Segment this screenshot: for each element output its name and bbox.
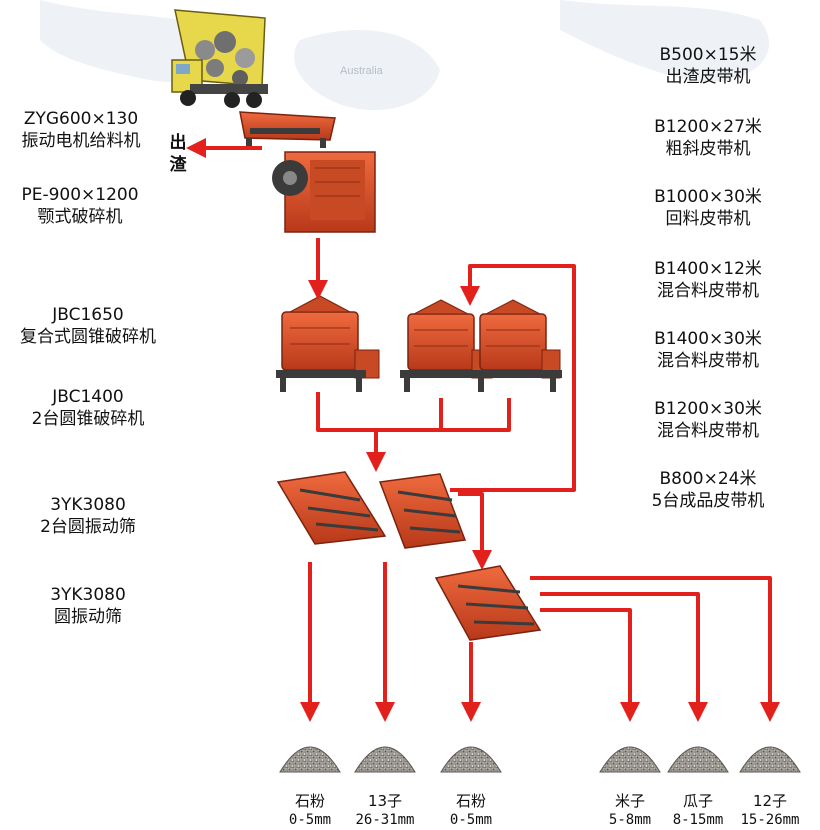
label-waste-line2: 渣: [169, 155, 187, 175]
cone-crusher-jbc1400-a-icon: [400, 299, 493, 392]
product-3-size: 0-5mm: [449, 812, 493, 828]
product-label-3: 石粉 0-5mm: [423, 792, 519, 830]
product-4-name: 米子: [614, 792, 645, 810]
label-cone-1400: JBC1400 2台圆锥破碎机: [0, 386, 176, 430]
product-4-size: 5-8mm: [608, 812, 652, 828]
product-label-4: 米子 5-8mm: [582, 792, 678, 830]
arrow-return-loop: [450, 264, 576, 492]
belt-4-model: B1400×12米: [654, 259, 762, 279]
belt-4-name: 混合料皮带机: [657, 281, 759, 301]
cone-crusher-jbc1650-icon: [276, 295, 380, 392]
vibrating-screen-c-icon: [434, 565, 542, 641]
arrow-product-4: [540, 608, 640, 722]
label-cone-1650-model: JBC1650: [52, 305, 124, 325]
label-feeder-name: 振动电机给料机: [21, 131, 141, 151]
stockpile-5-icon: [667, 746, 729, 773]
belt-label-5: B1400×30米 混合料皮带机: [628, 328, 788, 372]
vibrating-screen-a-icon: [276, 471, 387, 545]
label-screen-pair: 3YK3080 2台圆振动筛: [0, 494, 176, 538]
label-screen-single: 3YK3080 圆振动筛: [0, 584, 176, 628]
label-jaw-crusher-model: PE-900×1200: [21, 185, 139, 205]
label-feeder: ZYG600×130 振动电机给料机: [6, 108, 156, 152]
product-1-size: 0-5mm: [288, 812, 332, 828]
belt-7-model: B800×24米: [659, 469, 757, 489]
product-label-5: 瓜子 8-15mm: [650, 792, 746, 830]
stockpile-6-icon: [739, 746, 801, 773]
product-6-size: 15-26mm: [740, 812, 800, 828]
label-screen-pair-model: 3YK3080: [50, 495, 126, 515]
belt-label-4: B1400×12米 混合料皮带机: [628, 258, 788, 302]
vibrating-feeder-icon: [239, 111, 336, 148]
arrow-cones-merge: [316, 392, 511, 432]
arrow-screen-to-third: [458, 492, 492, 570]
label-screen-single-name: 圆振动筛: [54, 607, 122, 627]
belt-1-name: 出渣皮带机: [665, 67, 751, 87]
label-jaw-crusher: PE-900×1200 颚式破碎机: [0, 184, 160, 228]
stockpile-4-icon: [599, 746, 661, 773]
label-jaw-crusher-name: 颚式破碎机: [37, 207, 123, 227]
label-screen-pair-name: 2台圆振动筛: [40, 517, 136, 537]
stockpile-3-icon: [440, 746, 502, 773]
map-label: Australia: [340, 65, 384, 77]
belt-2-name: 粗斜皮带机: [665, 139, 751, 159]
flow-arrows: [186, 138, 780, 722]
product-5-name: 瓜子: [682, 792, 713, 810]
belt-label-3: B1000×30米 回料皮带机: [628, 186, 788, 230]
belt-6-model: B1200×30米: [654, 399, 762, 419]
product-3-name: 石粉: [455, 792, 486, 810]
label-waste-line1: 出: [169, 133, 187, 153]
product-label-1: 石粉 0-5mm: [262, 792, 358, 830]
stockpile-2-icon: [354, 746, 416, 773]
label-cone-1400-name: 2台圆锥破碎机: [31, 409, 145, 429]
belt-label-1: B500×15米 出渣皮带机: [628, 44, 788, 88]
label-screen-single-model: 3YK3080: [50, 585, 126, 605]
dump-truck-icon: [171, 9, 268, 108]
arrow-product-5: [540, 592, 708, 722]
label-cone-1650: JBC1650 复合式圆锥破碎机: [0, 304, 176, 348]
cone-crusher-jbc1400-b-icon: [474, 299, 562, 392]
vibrating-screen-b-icon: [378, 473, 467, 549]
label-waste: 出 渣: [166, 132, 190, 176]
belt-6-name: 混合料皮带机: [657, 421, 759, 441]
product-2-name: 13子: [367, 792, 403, 810]
product-1-name: 石粉: [294, 792, 325, 810]
product-5-size: 8-15mm: [672, 812, 724, 828]
belt-3-name: 回料皮带机: [665, 209, 751, 229]
label-cone-1650-name: 复合式圆锥破碎机: [20, 327, 156, 347]
jaw-crusher-icon: [272, 151, 376, 233]
stockpile-1-icon: [279, 746, 341, 773]
label-feeder-model: ZYG600×130: [23, 109, 139, 129]
product-6-name: 12子: [752, 792, 788, 810]
product-label-2: 13子 26-31mm: [337, 792, 433, 830]
belt-5-name: 混合料皮带机: [657, 351, 759, 371]
belt-label-2: B1200×27米 粗斜皮带机: [628, 116, 788, 160]
arrow-product-6: [530, 576, 780, 722]
belt-label-7: B800×24米 5台成品皮带机: [628, 468, 788, 512]
stockpiles: [279, 746, 801, 773]
product-2-size: 26-31mm: [355, 812, 415, 828]
belt-1-model: B500×15米: [659, 45, 757, 65]
belt-7-name: 5台成品皮带机: [651, 491, 765, 511]
belt-2-model: B1200×27米: [654, 117, 762, 137]
belt-label-6: B1200×30米 混合料皮带机: [628, 398, 788, 442]
belt-5-model: B1400×30米: [654, 329, 762, 349]
belt-3-model: B1000×30米: [654, 187, 762, 207]
label-cone-1400-model: JBC1400: [52, 387, 124, 407]
product-label-6: 12子 15-26mm: [722, 792, 818, 830]
